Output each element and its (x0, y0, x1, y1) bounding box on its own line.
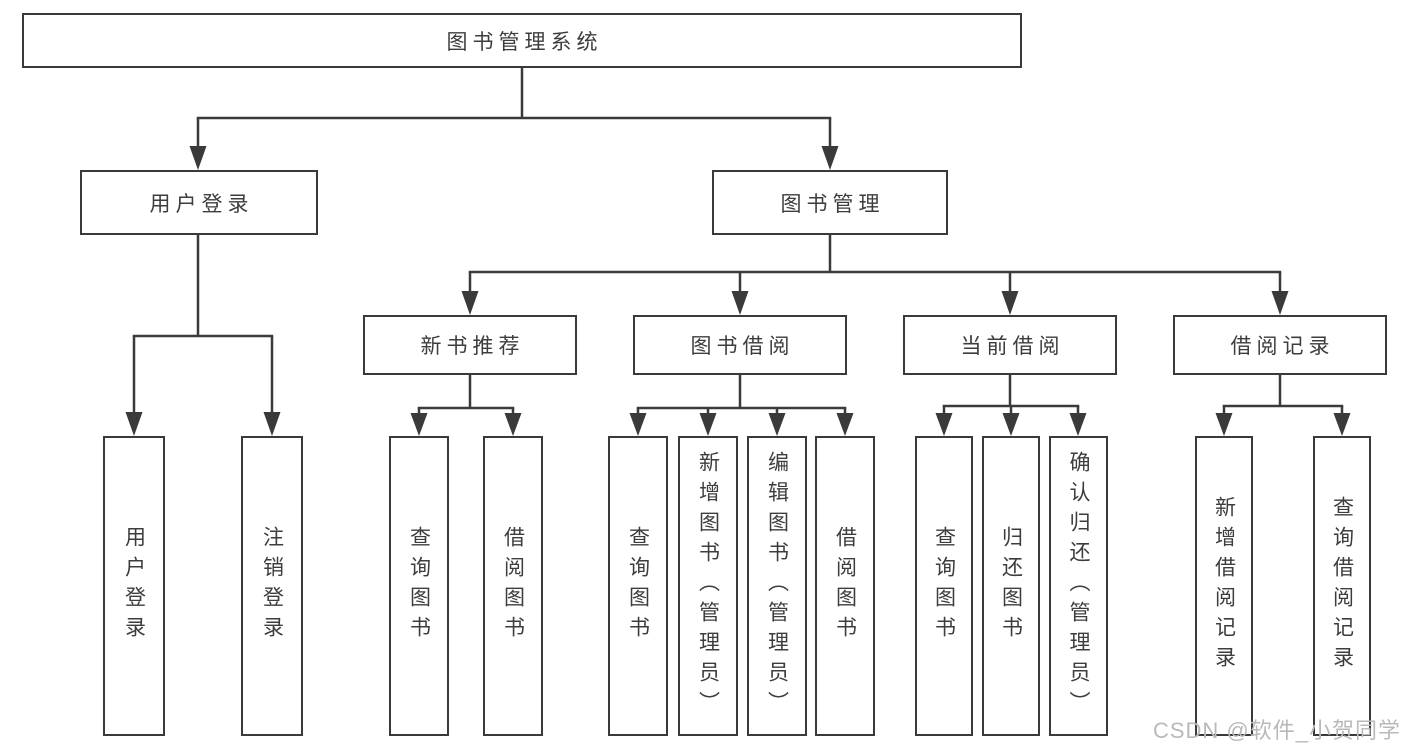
node-borrow-records: 借阅记录 (1173, 315, 1387, 375)
leaf-query-books-recommend-label: 查询图书 (407, 526, 431, 646)
leaf-add-book-admin: 新增图书（管理员） (678, 436, 738, 736)
leaf-return-books: 归还图书 (982, 436, 1040, 736)
leaf-query-books-current-label: 查询图书 (932, 526, 956, 646)
node-current-borrow-label: 当前借阅 (960, 335, 1065, 358)
node-book-management: 图书管理 (712, 170, 948, 235)
node-book-borrow: 图书借阅 (633, 315, 847, 375)
csdn-watermark: CSDN @软件_小贺同学 (1152, 718, 1401, 743)
leaf-add-borrow-record: 新增借阅记录 (1195, 436, 1253, 736)
leaf-confirm-return-admin-label: 确认归还（管理员） (1067, 451, 1090, 721)
leaf-user-login: 用户登录 (103, 436, 165, 736)
node-new-book-recommend-label: 新书推荐 (420, 335, 525, 358)
leaf-user-login-label: 用户登录 (122, 526, 146, 646)
leaf-query-books-borrow: 查询图书 (608, 436, 668, 736)
leaf-borrow-books-label: 借阅图书 (833, 526, 857, 646)
leaf-query-books-borrow-label: 查询图书 (626, 526, 650, 646)
leaf-query-borrow-record: 查询借阅记录 (1313, 436, 1371, 736)
node-borrow-records-label: 借阅记录 (1230, 335, 1335, 358)
node-book-borrow-label: 图书借阅 (690, 335, 795, 358)
leaf-return-books-label: 归还图书 (999, 526, 1023, 646)
leaf-edit-book-admin: 编辑图书（管理员） (747, 436, 807, 736)
leaf-borrow-books-recommend-label: 借阅图书 (501, 526, 525, 646)
leaf-edit-book-admin-label: 编辑图书（管理员） (765, 451, 789, 721)
leaf-query-borrow-record-label: 查询借阅记录 (1330, 496, 1354, 676)
leaf-borrow-books: 借阅图书 (815, 436, 875, 736)
node-book-management-label: 图书管理 (780, 192, 885, 216)
leaf-add-borrow-record-label: 新增借阅记录 (1212, 496, 1236, 676)
leaf-logout-label: 注销登录 (260, 526, 284, 646)
node-library-system: 图书管理系统 (22, 13, 1022, 68)
leaf-borrow-books-recommend: 借阅图书 (483, 436, 543, 736)
node-user-login-label: 用户登录 (149, 192, 254, 216)
leaf-add-book-admin-label: 新增图书（管理员） (696, 451, 720, 721)
leaf-query-books-current: 查询图书 (915, 436, 973, 736)
leaf-query-books-recommend: 查询图书 (389, 436, 449, 736)
node-current-borrow: 当前借阅 (903, 315, 1117, 375)
node-library-system-label: 图书管理系统 (446, 30, 603, 54)
node-user-login: 用户登录 (80, 170, 318, 235)
node-new-book-recommend: 新书推荐 (363, 315, 577, 375)
leaf-confirm-return-admin: 确认归还（管理员） (1049, 436, 1108, 736)
leaf-logout: 注销登录 (241, 436, 303, 736)
